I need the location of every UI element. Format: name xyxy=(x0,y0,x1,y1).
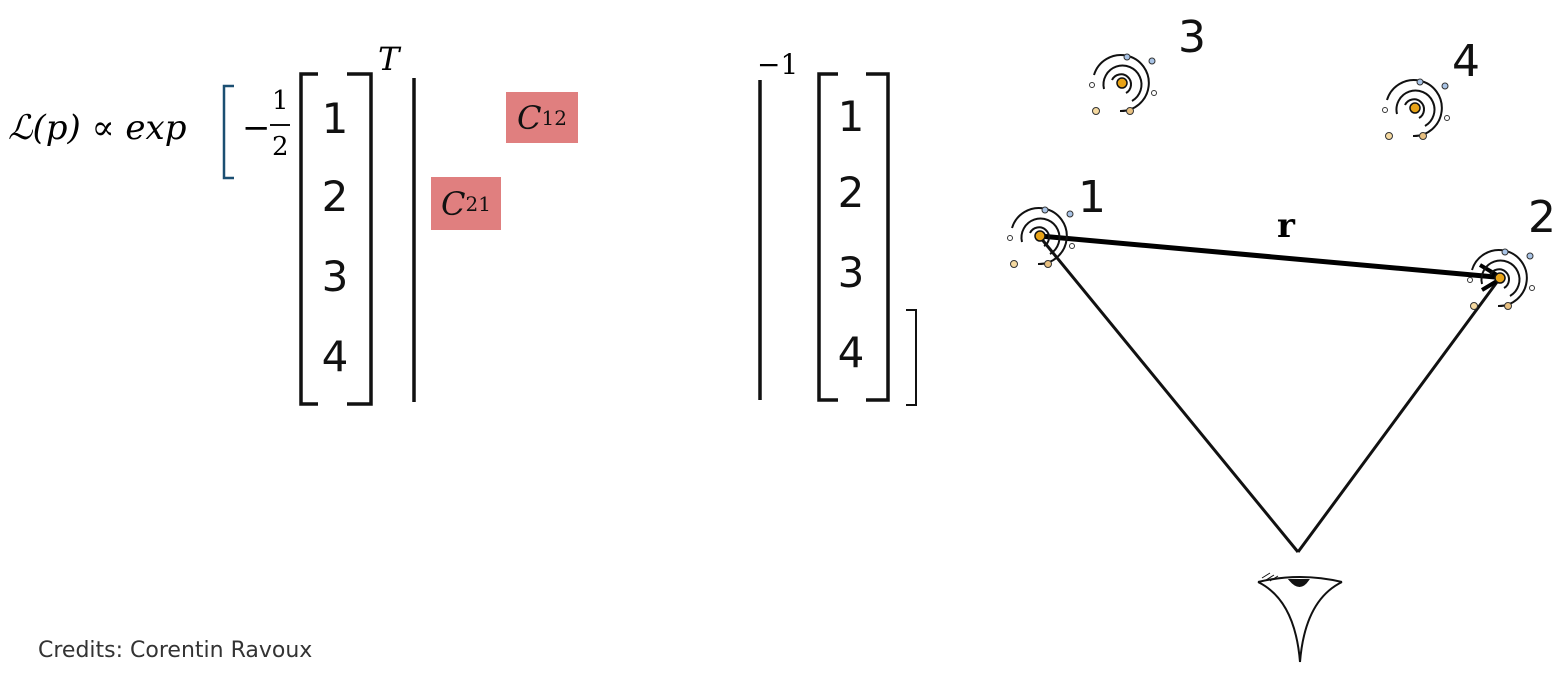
minus-sign: − xyxy=(242,108,271,148)
credits-text: Credits: Corentin Ravoux xyxy=(38,638,313,663)
outer-bracket-left xyxy=(222,84,234,180)
sightline-1 xyxy=(1038,236,1300,553)
galaxy-icon-3 xyxy=(1089,53,1157,115)
galaxy-label-3: 3 xyxy=(1178,12,1206,63)
vector-bracket-right xyxy=(817,72,890,402)
vector-right-entry: 1 xyxy=(837,92,865,141)
galaxy-icon-4 xyxy=(1382,78,1450,140)
transpose-superscript: T xyxy=(378,40,400,78)
galaxy-label-4: 4 xyxy=(1452,36,1480,87)
fraction-numerator: 1 xyxy=(272,86,289,116)
c12-symbol: C xyxy=(517,98,542,137)
c21-symbol: C xyxy=(441,184,466,223)
vector-right-entry: 3 xyxy=(837,248,865,297)
fraction-denominator: 2 xyxy=(272,132,289,162)
galaxy-icon-2 xyxy=(1467,248,1535,310)
eye-icon xyxy=(1257,572,1343,663)
vector-left-entry: 1 xyxy=(321,94,349,143)
fraction-bar xyxy=(270,124,290,126)
galaxy-icon-1 xyxy=(1007,206,1075,268)
vector-label-r: r xyxy=(1277,206,1295,246)
c12-subscript: 12 xyxy=(541,105,567,130)
vector-right-entry: 4 xyxy=(837,328,865,377)
vector-left-entry: 4 xyxy=(321,332,349,381)
galaxy-label-1: 1 xyxy=(1078,172,1106,223)
separation-vector xyxy=(1039,233,1496,280)
outer-bracket-right xyxy=(906,309,917,406)
likelihood-lhs: ℒ(p) ∝ exp xyxy=(8,108,187,148)
vector-bracket-left xyxy=(299,72,373,406)
vector-right-entry: 2 xyxy=(837,168,865,217)
inverse-superscript: −1 xyxy=(757,48,799,81)
vector-left-entry: 3 xyxy=(321,252,349,301)
vector-left-entry: 2 xyxy=(321,172,349,221)
c21-subscript: 21 xyxy=(465,191,491,216)
galaxy-label-2: 2 xyxy=(1528,192,1556,243)
sightline-2 xyxy=(1296,277,1502,553)
